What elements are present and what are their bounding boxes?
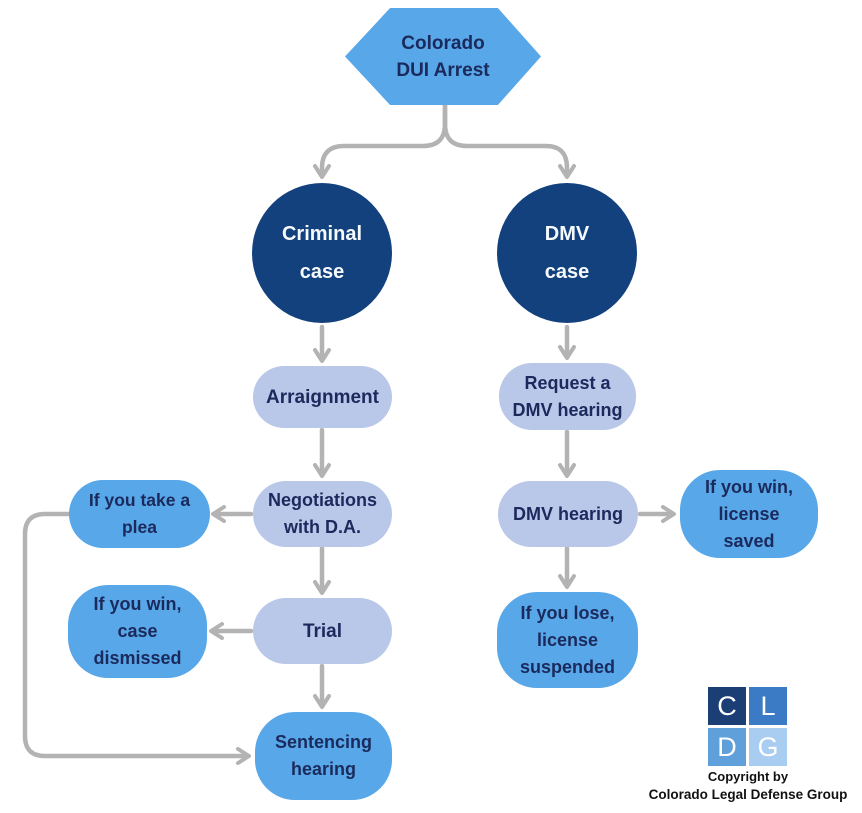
edge-start-dmv (442, 101, 576, 179)
negotiations-node: Negotiations with D.A. (253, 481, 392, 547)
node-label: Sentencing (274, 732, 372, 752)
node-label: plea (121, 517, 158, 537)
edge-plea-sentencing (22, 511, 251, 765)
node-label: DMV hearing (512, 399, 623, 420)
edge-start-criminal (313, 101, 448, 179)
node-label: If you win, (705, 476, 793, 497)
win-license-saved-node: If you win, license saved (680, 470, 818, 558)
node-label: If you win, (93, 594, 182, 614)
logo-square-d: D (708, 728, 746, 766)
request-dmv-hearing-node: Request a DMV hearing (499, 363, 636, 430)
start-node: Colorado DUI Arrest (345, 8, 541, 105)
node-label: saved (723, 530, 775, 551)
trial-node: Trial (253, 598, 392, 664)
node-label: license (536, 629, 599, 650)
node-label: Criminal (281, 223, 363, 245)
node-label: DMV hearing (512, 503, 623, 524)
node-label: suspended (519, 656, 616, 677)
node-label: case (117, 621, 158, 641)
copyright-notice: Copyright by Colorado Legal Defense Grou… (622, 769, 862, 802)
copyright-line2: Colorado Legal Defense Group (648, 787, 848, 802)
arraignment-node: Arraignment (253, 366, 392, 428)
node-label: Colorado (401, 32, 485, 54)
node-label: If you lose, (520, 602, 615, 623)
criminal-case-node: Criminal case (252, 183, 392, 323)
copyright-line1: Copyright by (707, 769, 789, 784)
node-label: with D.A. (284, 517, 361, 537)
node-label: If you take a (88, 490, 191, 510)
node-label: DMV (544, 223, 590, 245)
node-label: hearing (290, 759, 356, 779)
logo-square-c: C (708, 687, 746, 725)
node-label: case (299, 261, 345, 283)
win-case-dismissed-node: If you win, case dismissed (68, 585, 207, 678)
node-label: Request a (524, 372, 611, 393)
logo-square-l: L (749, 687, 787, 725)
logo-square-g: G (749, 728, 787, 766)
node-label: Negotiations (267, 490, 377, 510)
node-label: case (544, 261, 590, 283)
dmv-case-node: DMV case (497, 183, 637, 323)
node-label: dismissed (93, 648, 182, 668)
node-label: DUI Arrest (396, 59, 490, 81)
node-label: license (718, 503, 780, 524)
sentencing-hearing-node: Sentencing hearing (255, 712, 392, 800)
take-plea-node: If you take a plea (69, 480, 210, 548)
node-label: Arraignment (266, 386, 379, 408)
cldg-logo: C L D G (708, 687, 787, 766)
dmv-hearing-node: DMV hearing (498, 481, 638, 547)
lose-license-suspended-node: If you lose, license suspended (497, 592, 638, 688)
node-label: Trial (302, 620, 343, 642)
